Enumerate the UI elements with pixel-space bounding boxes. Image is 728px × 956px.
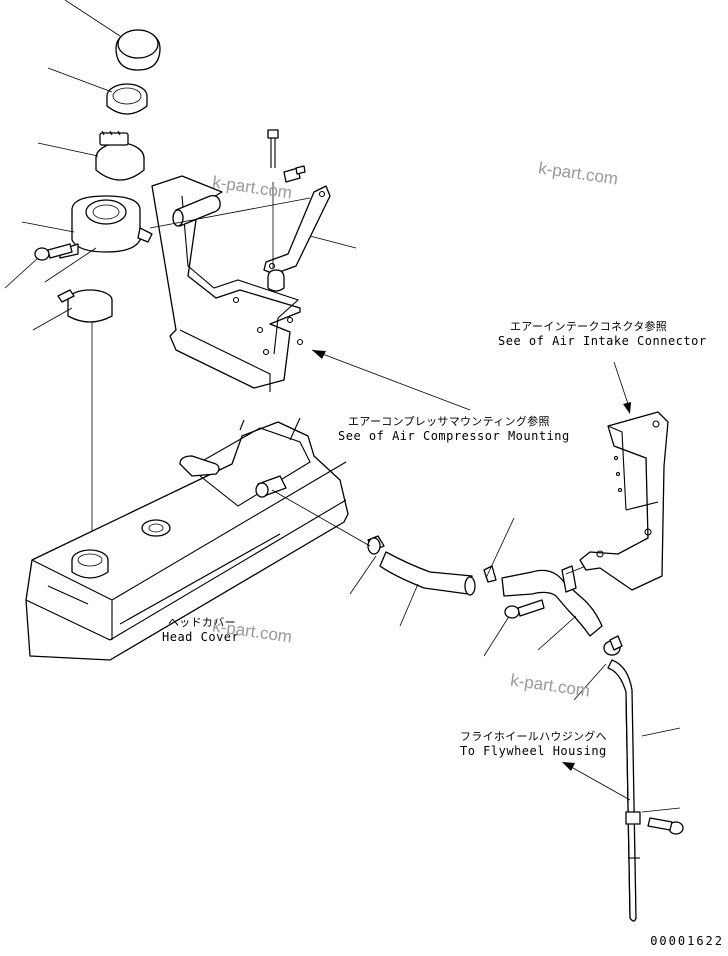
head-cover-label-en: Head Cover xyxy=(162,630,240,644)
compressor-bracket xyxy=(151,175,304,392)
cap xyxy=(115,29,161,71)
air-compressor-label-en: See of Air Compressor Mounting xyxy=(338,429,570,443)
bolt-lower xyxy=(647,817,684,835)
flywheel-pipe xyxy=(607,659,641,922)
connector-tube xyxy=(172,194,221,227)
flywheel-label-jp: フライホイールハウジングへ xyxy=(460,730,607,743)
head-cover-label-jp: ヘッドカバー xyxy=(168,616,236,629)
breather-valve xyxy=(59,195,153,259)
stay-bracket xyxy=(263,185,331,292)
o-ring xyxy=(106,83,148,115)
rubber-hose xyxy=(379,551,476,596)
intake-bracket xyxy=(579,411,669,591)
air-intake-label-jp: エアーインテークコネクタ参照 xyxy=(510,320,668,333)
air-compressor-label-jp: エアーコンプレッサマウンティング参照 xyxy=(348,415,550,428)
head-cover xyxy=(25,417,349,661)
bolt-center xyxy=(504,599,545,619)
air-intake-label-en: See of Air Intake Connector xyxy=(498,334,707,348)
bent-pipe xyxy=(501,565,603,637)
hose-clamp xyxy=(95,130,145,181)
drawing-code: 00001622 xyxy=(650,934,724,948)
small-clamp-2 xyxy=(483,565,497,583)
bolt-left xyxy=(34,243,73,261)
clamp-pipe-top xyxy=(603,635,623,656)
hose-sleeve xyxy=(57,289,113,323)
flywheel-label-en: To Flywheel Housing xyxy=(460,744,607,758)
small-clamp-1 xyxy=(367,535,385,555)
bolt-top xyxy=(267,129,306,183)
